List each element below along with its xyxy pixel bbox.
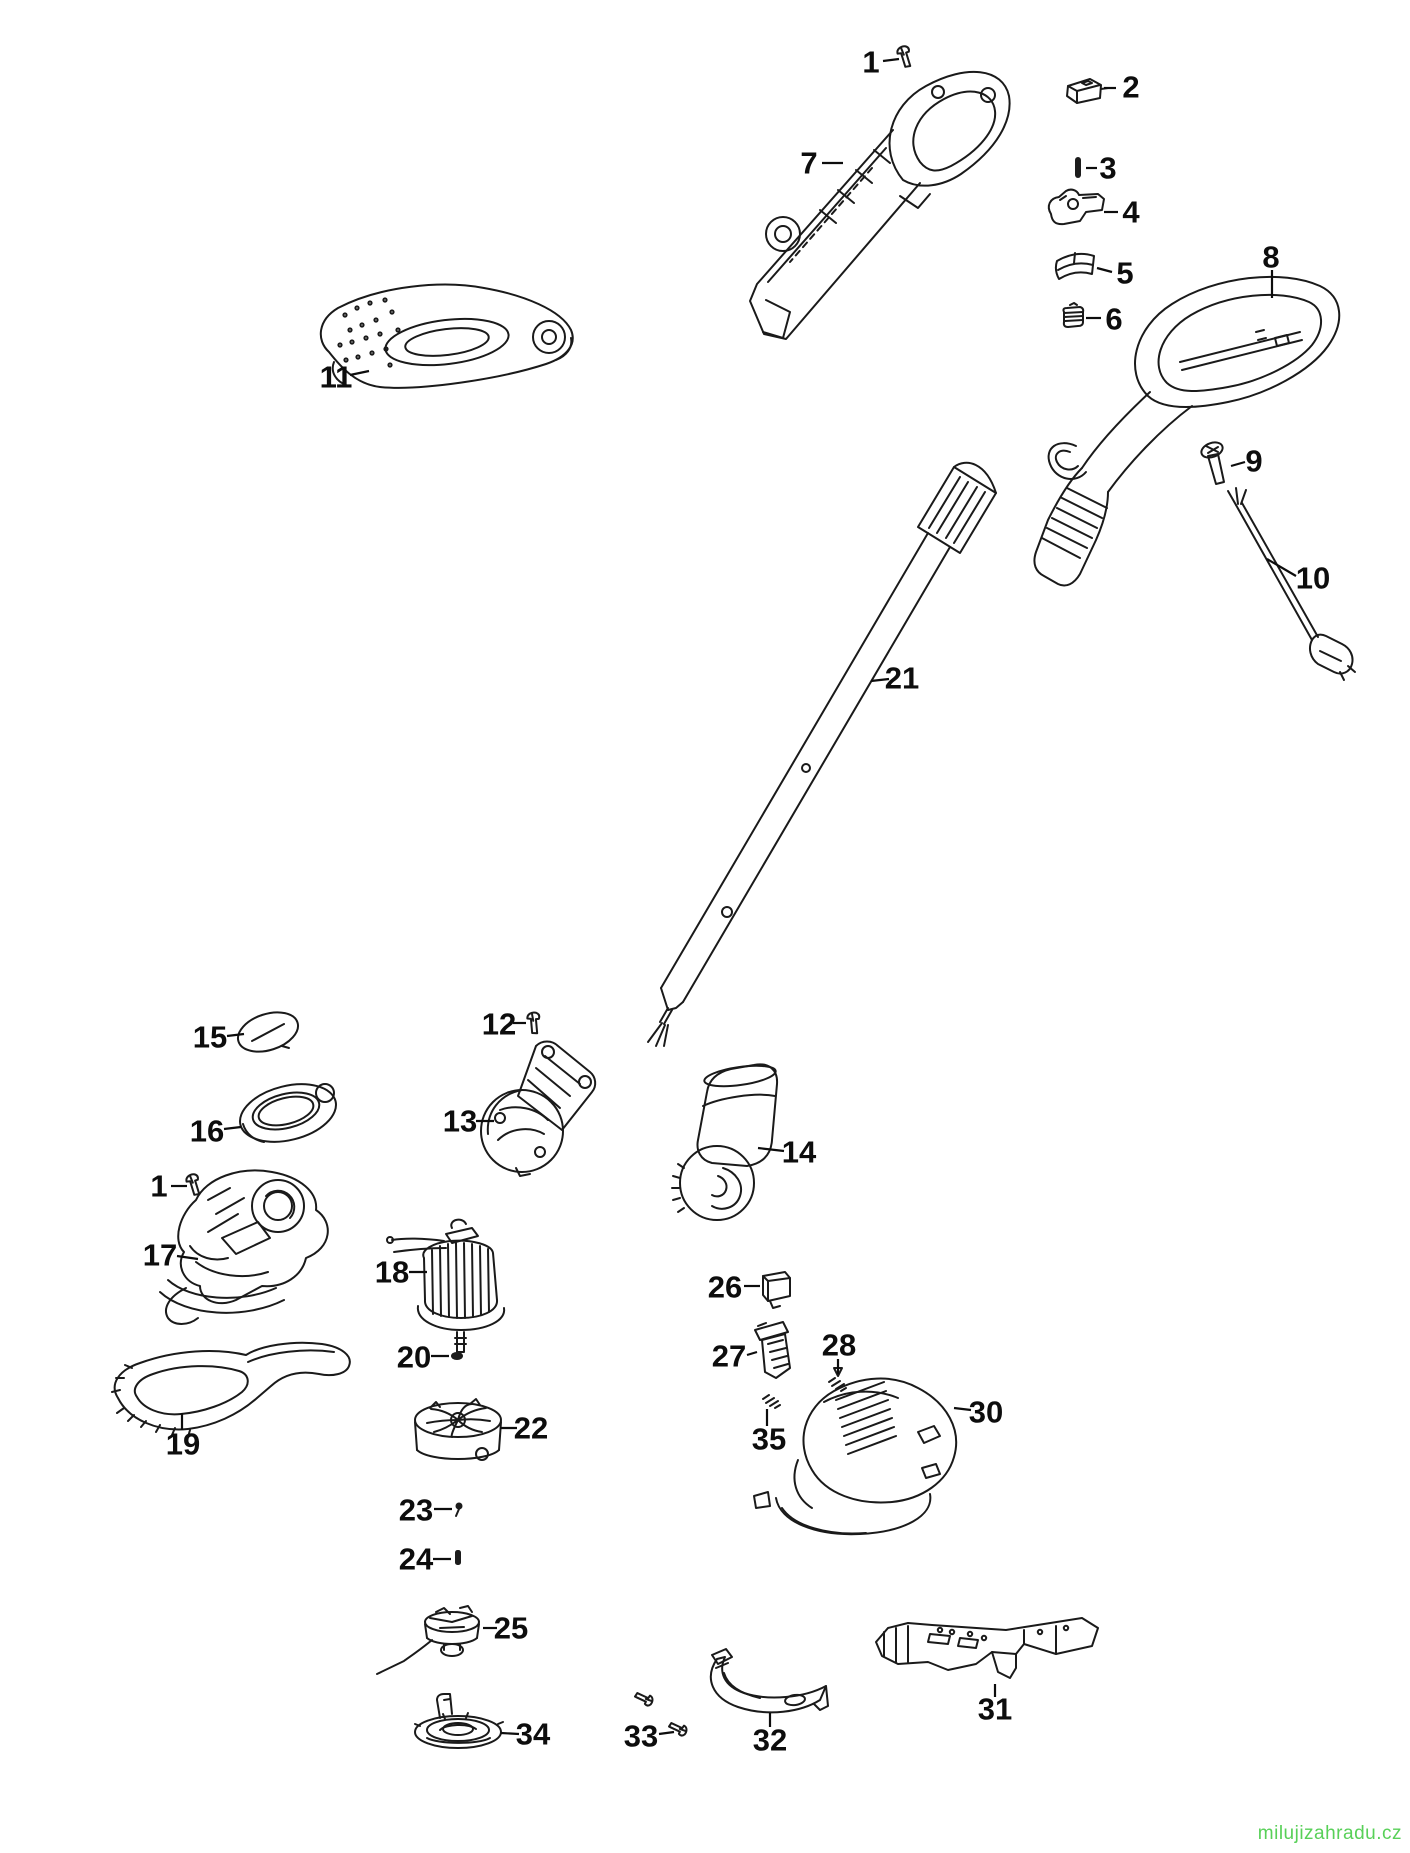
part-label-22: 22 xyxy=(514,1411,548,1446)
part-drawing-14-cone-cover xyxy=(672,1062,777,1220)
part-label-35: 35 xyxy=(752,1422,786,1457)
part-drawing-15-label-badge xyxy=(233,1005,303,1058)
part-drawing-1-screw-head xyxy=(180,1170,208,1198)
part-label-10: 10 xyxy=(1296,561,1330,596)
part-label-24: 24 xyxy=(399,1542,434,1577)
part-drawing-30-motor-cover xyxy=(754,1379,956,1535)
part-drawing-21-shaft-tube xyxy=(648,463,996,1046)
part-drawing-35-spring xyxy=(763,1395,780,1408)
part-label-3: 3 xyxy=(1099,151,1116,186)
part-drawing-25-spool-hub xyxy=(377,1606,479,1674)
part-label-1b: 1 xyxy=(150,1169,167,1204)
part-label-13: 13 xyxy=(443,1104,477,1139)
part-drawing-4-trigger-lever xyxy=(1049,190,1104,225)
part-label-26: 26 xyxy=(708,1270,742,1305)
leader-line-21 xyxy=(871,679,889,681)
part-label-31: 31 xyxy=(978,1692,1012,1727)
part-drawing-16-cover-cap xyxy=(234,1075,342,1151)
part-drawing-32-guard-extension xyxy=(711,1649,828,1712)
part-drawing-9-screw xyxy=(1199,440,1224,484)
part-label-6: 6 xyxy=(1105,302,1122,337)
leader-line-16 xyxy=(224,1127,241,1129)
part-label-11: 11 xyxy=(320,360,353,395)
part-drawing-6-cable-clamp xyxy=(1063,303,1083,327)
part-drawing-11-aux-handle xyxy=(321,285,573,388)
part-label-9: 9 xyxy=(1245,444,1262,479)
part-label-5: 5 xyxy=(1116,256,1133,291)
part-label-7: 7 xyxy=(800,146,817,181)
leader-line-33 xyxy=(659,1732,674,1734)
part-label-18: 18 xyxy=(375,1255,409,1290)
grip-texture-dots xyxy=(338,298,399,366)
leader-line-5 xyxy=(1097,268,1112,272)
part-label-4: 4 xyxy=(1122,195,1140,230)
part-label-1a: 1 xyxy=(862,45,879,80)
leader-line-27 xyxy=(747,1352,757,1355)
part-label-2: 2 xyxy=(1122,70,1139,105)
part-drawing-13-coupler-housing xyxy=(481,1042,595,1177)
watermark-text: milujizahradu.cz xyxy=(1257,1823,1402,1844)
part-drawing-34-spool-disc xyxy=(415,1694,503,1748)
part-drawing-20-pin xyxy=(451,1352,463,1360)
part-label-34: 34 xyxy=(516,1717,551,1752)
part-drawing-23-screw xyxy=(456,1502,463,1517)
part-label-15: 15 xyxy=(193,1020,227,1055)
part-label-8: 8 xyxy=(1262,240,1279,275)
part-drawing-17-head-housing xyxy=(160,1170,328,1324)
leader-line-14 xyxy=(758,1148,784,1151)
part-label-32: 32 xyxy=(753,1723,787,1758)
part-label-30: 30 xyxy=(969,1395,1003,1430)
part-drawing-7-handle-housing-half xyxy=(750,72,1010,339)
part-drawing-18-motor xyxy=(387,1220,504,1352)
part-label-33: 33 xyxy=(624,1719,658,1754)
leader-line-10 xyxy=(1267,559,1296,576)
part-drawing-26-switch-block xyxy=(763,1272,790,1308)
leader-line-11 xyxy=(350,371,369,375)
leader-line-17 xyxy=(177,1256,198,1259)
part-label-17: 17 xyxy=(143,1238,177,1273)
part-drawing-31-edge-guide xyxy=(876,1618,1098,1678)
part-drawing-5-clip xyxy=(1056,253,1094,279)
part-label-14: 14 xyxy=(782,1135,817,1170)
part-drawing-24-pin xyxy=(455,1550,461,1565)
part-label-19: 19 xyxy=(166,1427,200,1462)
leader-line-34 xyxy=(501,1733,519,1734)
part-label-25: 25 xyxy=(494,1611,528,1646)
part-label-16: 16 xyxy=(190,1114,224,1149)
part-drawing-1-screw-top xyxy=(891,42,919,70)
part-label-23: 23 xyxy=(399,1493,433,1528)
part-drawing-2-switch xyxy=(1067,79,1108,103)
part-drawing-22-fan xyxy=(415,1399,501,1460)
leader-line-30 xyxy=(954,1408,971,1410)
part-drawing-27-slide-lever xyxy=(755,1322,790,1378)
part-drawing-8-handle-housing-half xyxy=(1034,277,1339,586)
part-label-20: 20 xyxy=(397,1340,431,1375)
part-label-21: 21 xyxy=(885,661,919,696)
leader-line-1a xyxy=(883,59,899,61)
leader-line-9 xyxy=(1231,462,1245,466)
part-label-28: 28 xyxy=(822,1328,856,1363)
part-drawing-3-pin xyxy=(1075,157,1081,178)
part-drawing-10-power-cord xyxy=(1228,488,1355,680)
leader-line-15 xyxy=(227,1034,244,1036)
part-label-27: 27 xyxy=(712,1339,746,1374)
part-label-12: 12 xyxy=(482,1007,516,1042)
part-drawing-19-plant-guard xyxy=(112,1343,350,1437)
